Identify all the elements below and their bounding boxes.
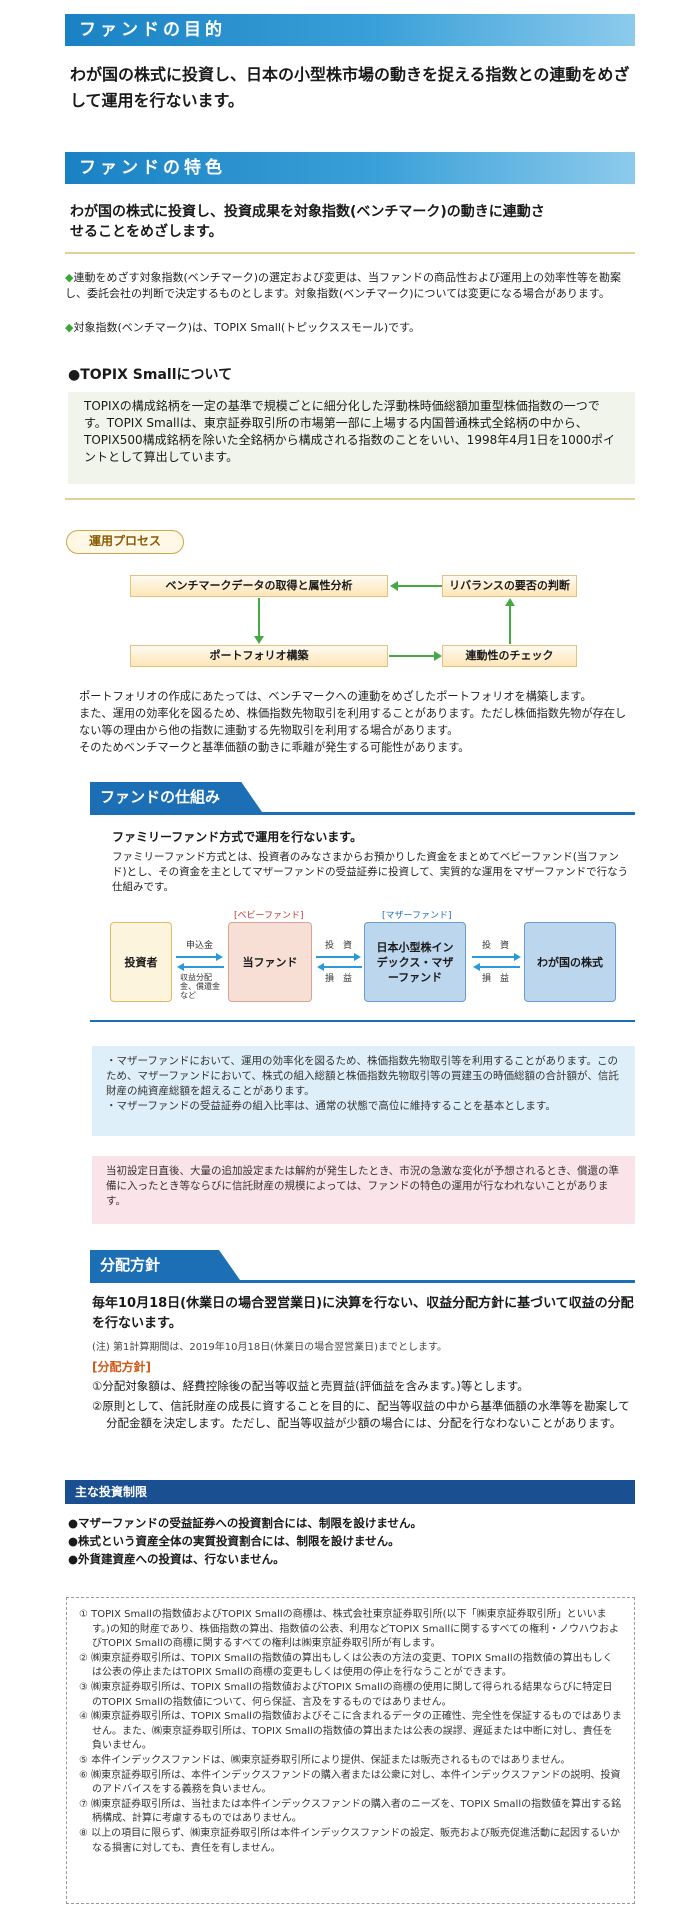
baby-fund-box: 当ファンド xyxy=(228,922,312,1002)
disclaimer-item: ⑦ ㈱東京証券取引所は、当社または本件インデックスファンドの購入者のニーズを、T… xyxy=(79,1798,622,1825)
flow-arrow xyxy=(324,966,362,968)
arrow-line xyxy=(389,655,434,657)
invest-label: 投 資 xyxy=(482,941,510,951)
distribution-item-2: ②原則として、信託財産の成長に資することを目的に、配当等収益の中から基準価額の水… xyxy=(92,1399,630,1430)
distribution-note: (注) 第1計算期間は、2019年10月18日(休業日の場合翌営業日)までとしま… xyxy=(92,1342,448,1353)
features-heading: ファンドの特色 xyxy=(65,152,635,184)
disclaimer-item: ⑧ 以上の項目に限らず、㈱東京証券取引所は本件インデックスファンドの設定、販売お… xyxy=(79,1827,620,1854)
flow-arrow xyxy=(316,956,354,958)
flow-arrow xyxy=(176,956,216,958)
flow-arrow xyxy=(472,956,514,958)
scheme-notes-box: ・マザーファンドにおいて、運用の効率化を図るため、株価指数先物取引等を利用するこ… xyxy=(92,1046,635,1136)
baby-fund-label: [ベビーファンド] xyxy=(234,911,304,921)
restriction-item: ●外貨建資産への投資は、行ないません。 xyxy=(68,1552,285,1566)
disclaimer-item: ① TOPIX Smallの指数値およびTOPIX Smallの商標は、株式会社… xyxy=(79,1609,620,1650)
process-box-benchmark-analysis: ベンチマークデータの取得と属性分析 xyxy=(130,575,388,597)
arrow-down-icon xyxy=(254,636,264,644)
disclaimer-item: ④ ㈱東京証券取引所は、TOPIX Smallの指数値およびそこに含まれるデータ… xyxy=(79,1711,622,1752)
disclaimer-item: ② ㈱東京証券取引所は、TOPIX Smallの指数値の算出もしくは公表の方法の… xyxy=(79,1652,613,1679)
distribution-lead: 毎年10月18日(休業日の場合翌営業日)に決算を行ない、収益分配方針に基づいて収… xyxy=(92,1296,634,1331)
scheme-text: ファミリーファンド方式とは、投資者のみなさまからお預かりした資金をまとめてベビー… xyxy=(112,851,629,893)
arrow-line xyxy=(509,606,511,644)
diamond-icon: ◆ xyxy=(65,321,74,334)
disclaimer-item: ③ ㈱東京証券取引所は、TOPIX Smallの指数値およびTOPIX Smal… xyxy=(79,1681,613,1708)
distribution-heading: 分配方針 xyxy=(90,1250,240,1280)
disclaimer-item: ⑤ 本件インデックスファンドは、㈱東京証券取引所により提供、保証または販売される… xyxy=(79,1754,571,1766)
arrow-line xyxy=(398,585,442,587)
scheme-heading-line xyxy=(90,812,635,815)
arrow-right-icon xyxy=(514,953,521,961)
features-lead: わが国の株式に投資し、投資成果を対象指数(ベンチマーク)の動きに連動させることを… xyxy=(70,204,545,240)
apply-label: 申込金 xyxy=(186,941,214,951)
purpose-text: わが国の株式に投資し、日本の小型株市場の動きを捉える指数との連動をめざして運用を… xyxy=(70,65,630,110)
mother-fund-box: 日本小型株インデックス・マザーファンド xyxy=(364,922,466,1002)
process-label: 運用プロセス xyxy=(66,530,184,554)
japanese-stocks-box: わが国の株式 xyxy=(524,922,616,1002)
arrow-left-icon xyxy=(317,963,324,971)
flow-arrow xyxy=(480,966,520,968)
arrow-left-icon xyxy=(473,963,480,971)
scheme-lead: ファミリーファンド方式で運用を行ないます。 xyxy=(112,830,363,844)
arrow-right-icon xyxy=(216,953,223,961)
arrow-right-icon xyxy=(434,651,442,661)
scheme-heading: ファンドの仕組み xyxy=(90,782,262,812)
process-box-check: 連動性のチェック xyxy=(442,645,577,667)
invest-label: 投 資 xyxy=(325,941,353,951)
profit-label: 損 益 xyxy=(325,974,353,984)
topix-heading: ●TOPIX Smallについて xyxy=(68,367,233,383)
arrow-left-icon xyxy=(177,963,184,971)
arrow-left-icon xyxy=(390,581,398,591)
disclaimer-box: ① TOPIX Smallの指数値およびTOPIX Smallの商標は、株式会社… xyxy=(66,1597,635,1904)
distribution-policy-label: [分配方針] xyxy=(92,1360,151,1374)
process-box-rebalance: リバランスの要否の判断 xyxy=(442,575,577,597)
restriction-item: ●マザーファンドの受益証券への投資割合には、制限を設けません。 xyxy=(68,1516,422,1530)
flow-arrow xyxy=(184,966,224,968)
investor-box: 投資者 xyxy=(110,922,172,1002)
scheme-warning-box: 当初設定日直後、大量の追加設定または解約が発生したとき、市況の急激な変化が予想さ… xyxy=(92,1156,635,1224)
process-description: ポートフォリオの作成にあたっては、ベンチマークへの連動をめざしたポートフォリオを… xyxy=(79,690,627,754)
distribution-heading-line xyxy=(90,1280,635,1283)
profit-label: 損 益 xyxy=(482,974,510,984)
features-bullet-2: ◆対象指数(ベンチマーク)は、TOPIX Small(トピックススモール)です。 xyxy=(65,321,421,334)
divider xyxy=(65,252,635,254)
process-box-portfolio: ポートフォリオ構築 xyxy=(130,645,388,667)
arrow-up-icon xyxy=(505,598,515,606)
arrow-line xyxy=(258,598,260,636)
redeem-label: 収益分配金、償還金 など xyxy=(180,973,220,1000)
scheme-divider xyxy=(90,1020,635,1022)
purpose-heading: ファンドの目的 xyxy=(65,14,635,46)
arrow-right-icon xyxy=(354,953,361,961)
distribution-item-1: ①分配対象額は、経費控除後の配当等収益と売買益(評価益を含みます。)等とします。 xyxy=(92,1379,529,1393)
divider xyxy=(65,498,635,500)
disclaimer-item: ⑥ ㈱東京証券取引所は、本件インデックスファンドの購入者または公衆に対し、本件イ… xyxy=(79,1769,621,1796)
diamond-icon: ◆ xyxy=(65,271,74,284)
features-bullet-1: ◆連動をめざす対象指数(ベンチマーク)の選定および変更は、当ファンドの商品性およ… xyxy=(65,271,622,300)
restriction-item: ●株式という資産全体の実質投資割合には、制限を設けません。 xyxy=(68,1534,400,1548)
restrictions-list: ●マザーファンドの受益証券への投資割合には、制限を設けません。 ●株式という資産… xyxy=(68,1514,422,1568)
restrictions-heading: 主な投資制限 xyxy=(65,1480,635,1504)
topix-box: TOPIXの構成銘柄を一定の基準で規模ごとに細分化した浮動株時価総額加重型株価指… xyxy=(68,392,635,484)
mother-fund-label: [マザーファンド] xyxy=(382,911,452,921)
